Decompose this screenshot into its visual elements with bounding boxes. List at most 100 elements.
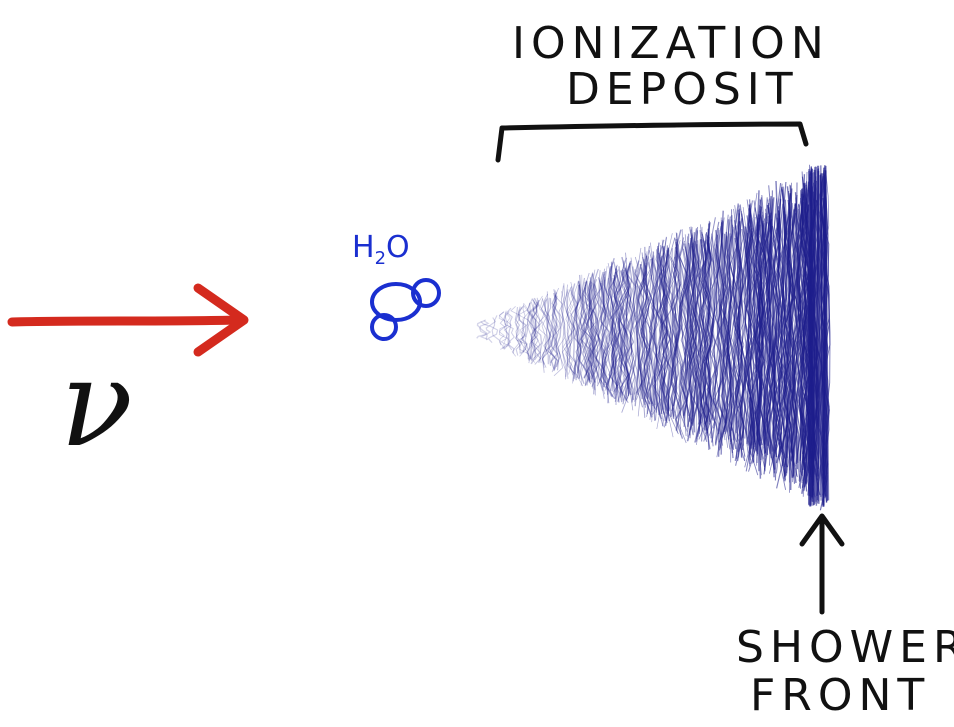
deposit-front-stroke — [823, 167, 828, 503]
deposit-stroke — [703, 223, 713, 450]
deposit-stroke — [650, 251, 659, 421]
deposit-stroke — [695, 230, 705, 442]
deposit-stroke — [717, 232, 728, 432]
deposit-stroke — [566, 287, 576, 379]
deposit-stroke — [690, 227, 698, 436]
deposit-stroke — [706, 228, 712, 439]
deposit-stroke — [671, 233, 682, 431]
deposit-stroke — [699, 232, 708, 442]
deposit-stroke — [635, 263, 646, 406]
deposit-stroke — [551, 290, 560, 373]
deposit-stroke — [582, 280, 591, 384]
deposit-stroke — [744, 208, 755, 457]
deposit-stroke — [663, 247, 670, 422]
deposit-stroke — [653, 242, 664, 427]
deposit-stroke — [726, 209, 735, 451]
deposit-stroke — [535, 299, 542, 364]
deposit-stroke — [680, 243, 690, 416]
deposit-stroke — [688, 247, 698, 417]
deposit-stroke — [697, 239, 708, 422]
deposit-stroke — [695, 239, 706, 432]
deposit-stroke — [517, 305, 528, 354]
deposit-stroke — [570, 283, 581, 379]
deposit-stroke — [640, 253, 651, 417]
deposit-stroke — [618, 271, 629, 390]
deposit-stroke — [585, 277, 596, 386]
deposit-stroke — [545, 298, 556, 366]
deposit-stroke — [658, 257, 666, 414]
deposit-stroke — [793, 208, 804, 461]
deposit-stroke — [653, 248, 663, 420]
ionization-deposit — [476, 164, 831, 511]
deposit-stroke — [712, 234, 721, 435]
deposit-stroke — [573, 280, 584, 387]
deposit-stroke — [516, 307, 528, 353]
deposit-stroke — [674, 240, 685, 422]
deposit-stroke — [618, 256, 627, 403]
deposit-stroke — [739, 207, 749, 461]
deposit-stroke — [619, 270, 629, 396]
deposit-stroke — [503, 312, 511, 350]
deposit-stroke — [533, 300, 543, 361]
deposit-stroke — [783, 202, 794, 458]
deposit-stroke — [725, 219, 734, 459]
deposit-stroke — [645, 242, 655, 420]
deposit-stroke — [667, 233, 678, 438]
deposit-stroke — [565, 281, 575, 384]
deposit-stroke — [671, 232, 682, 435]
deposit-stroke — [610, 272, 618, 392]
deposit-stroke — [658, 239, 669, 424]
deposit-stroke — [615, 270, 625, 394]
deposit-stroke — [566, 289, 576, 374]
deposit-stroke — [601, 271, 610, 395]
water-label-o: O — [386, 230, 410, 265]
deposit-stroke — [689, 243, 698, 423]
deposit-stroke — [755, 206, 763, 455]
deposit-stroke — [613, 266, 624, 402]
deposit-stroke — [706, 233, 718, 429]
deposit-stroke — [661, 250, 673, 414]
deposit-stroke — [588, 281, 596, 381]
deposit-stroke — [642, 262, 652, 405]
deposit-stroke — [585, 285, 597, 378]
deposit-stroke — [561, 283, 567, 380]
deposit-stroke — [602, 278, 611, 391]
deposit-stroke — [592, 276, 604, 387]
deposit-stroke — [656, 242, 663, 430]
deposit-stroke — [652, 245, 663, 421]
deposit-stroke — [582, 280, 592, 383]
deposit-stroke — [519, 304, 530, 357]
deposit-stroke — [803, 188, 811, 491]
deposit-stroke — [764, 198, 775, 470]
deposit-stroke — [774, 210, 783, 453]
deposit-stroke — [635, 267, 647, 395]
deposit-stroke — [647, 257, 659, 409]
deposit-stroke — [656, 246, 668, 416]
deposit-stroke — [600, 272, 607, 386]
deposit-stroke — [531, 302, 543, 361]
deposit-front-stroke — [813, 176, 817, 506]
deposit-stroke — [498, 311, 510, 350]
deposit-stroke — [577, 274, 587, 386]
deposit-stroke — [672, 246, 681, 418]
deposit-stroke — [553, 287, 564, 377]
deposit-stroke — [662, 250, 672, 411]
deposit-front-stroke — [817, 175, 822, 502]
deposit-stroke — [638, 252, 646, 418]
deposit-stroke — [691, 244, 702, 424]
deposit-stroke — [596, 270, 606, 395]
deposit-stroke — [671, 251, 681, 410]
deposit-stroke — [479, 320, 490, 341]
deposit-stroke — [580, 281, 591, 379]
deposit-stroke — [526, 298, 537, 361]
deposit-stroke — [611, 266, 622, 398]
deposit-stroke — [686, 233, 697, 442]
water-label: H2O — [352, 230, 410, 269]
deposit-stroke — [643, 256, 654, 407]
deposit-stroke — [607, 262, 617, 404]
deposit-stroke — [628, 257, 636, 411]
deposit-stroke — [755, 217, 763, 456]
deposit-stroke — [526, 299, 537, 363]
deposit-stroke — [640, 246, 649, 415]
